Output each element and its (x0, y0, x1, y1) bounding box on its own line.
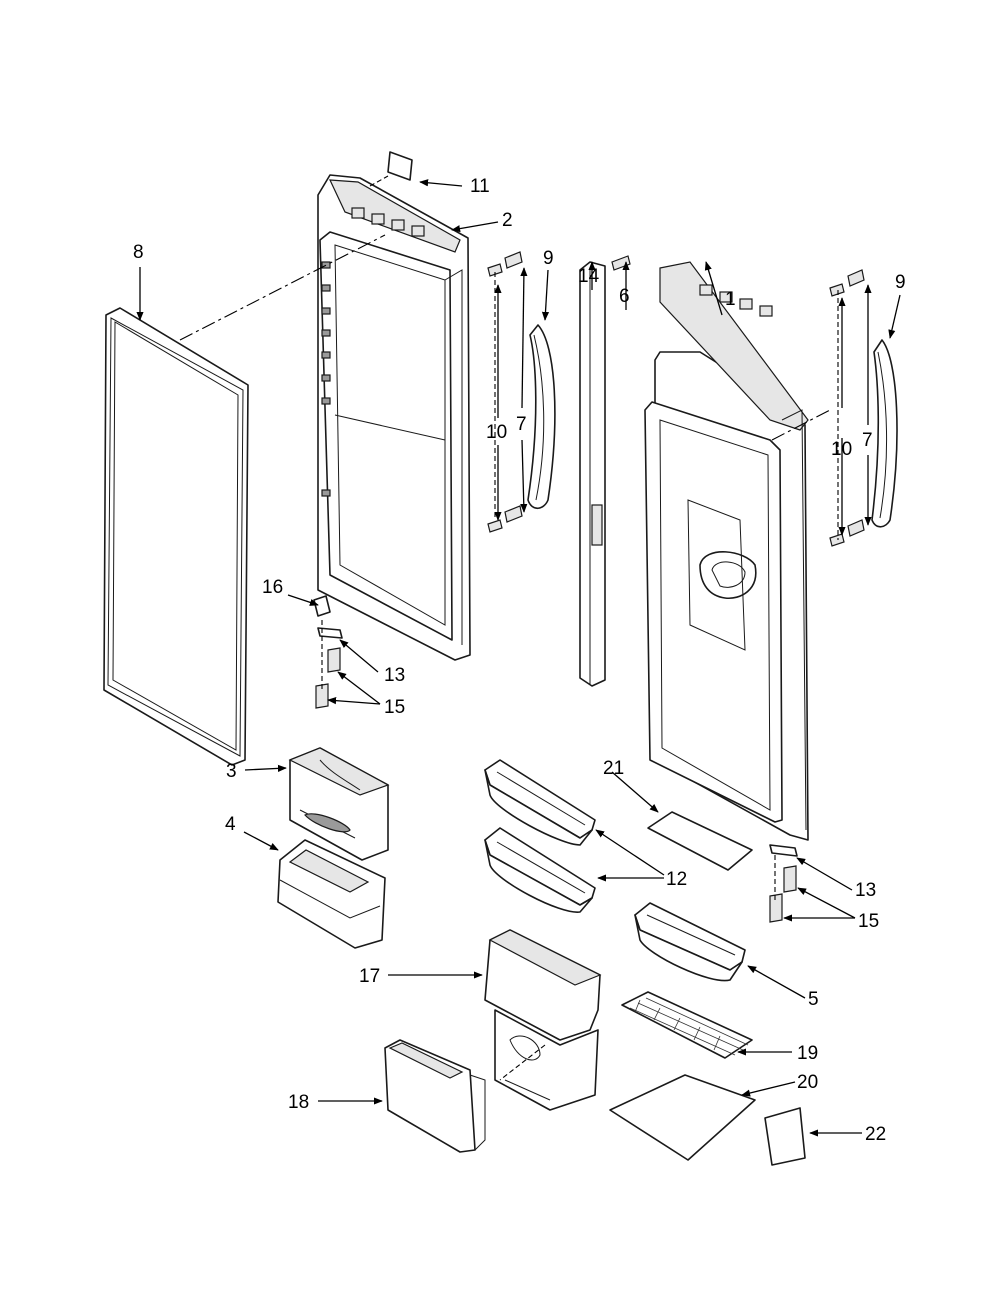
door-shelf-clips (321, 261, 331, 497)
door-bin-upper (484, 759, 596, 846)
door-bin-lower (484, 827, 596, 913)
callout-22: 22 (865, 1124, 886, 1145)
leader-lines (136, 179, 901, 1137)
callout-19: 19 (797, 1043, 818, 1064)
drip-grille-part (621, 991, 753, 1059)
callout-4: 4 (225, 814, 236, 835)
callout-1: 1 (725, 289, 736, 310)
cover-plate-part (764, 1107, 806, 1166)
callout-9-right: 9 (895, 272, 906, 293)
callout-7-right: 7 (862, 430, 873, 451)
handle-screws-left (487, 251, 523, 533)
callout-11: 11 (470, 176, 490, 197)
callout-6: 6 (619, 286, 630, 307)
callout-8: 8 (133, 242, 144, 263)
callout-13-left: 13 (384, 665, 405, 686)
left-door-part (317, 174, 471, 661)
door-gasket-part (103, 307, 249, 766)
callout-13-right: 13 (855, 880, 876, 901)
callout-7-left: 7 (516, 414, 527, 435)
left-handle-part (487, 251, 556, 533)
right-door-part (644, 261, 809, 841)
callout-15-left: 15 (384, 697, 405, 718)
callout-15-right: 15 (858, 911, 879, 932)
callout-20: 20 (797, 1072, 818, 1093)
callout-17: 17 (359, 966, 380, 987)
ice-housing-part (484, 929, 602, 1111)
label-part (387, 151, 413, 181)
ice-bin-part (384, 1039, 486, 1153)
right-handle-part (829, 269, 898, 547)
door-top-vents (351, 207, 425, 237)
handle-screws-right (829, 269, 865, 547)
right-hinge-hardware (769, 844, 798, 923)
callout-21: 21 (603, 758, 624, 779)
drip-tray-part (609, 1074, 756, 1161)
left-hinge-hardware (313, 595, 343, 709)
callout-12: 12 (666, 869, 687, 890)
center-mullion-part (579, 255, 631, 687)
callout-5: 5 (808, 989, 819, 1010)
shelf-trim-part (647, 811, 753, 871)
callout-10-left: 10 (486, 422, 507, 443)
callout-3: 3 (226, 761, 237, 782)
callout-16: 16 (262, 577, 283, 598)
callout-10-right: 10 (831, 439, 852, 460)
dairy-bin-part (288, 747, 390, 861)
assembly-lines (179, 175, 839, 1081)
callout-labels: 11 2 8 9 14 6 1 9 10 7 10 7 16 13 15 3 2… (133, 176, 906, 1145)
right-door-top-vents (699, 284, 773, 317)
callout-9-left: 9 (543, 248, 554, 269)
callout-18: 18 (288, 1092, 309, 1113)
right-door-bin-part (634, 902, 746, 982)
dairy-base-part (277, 839, 386, 949)
callout-14: 14 (578, 266, 600, 287)
callout-2: 2 (502, 210, 513, 231)
